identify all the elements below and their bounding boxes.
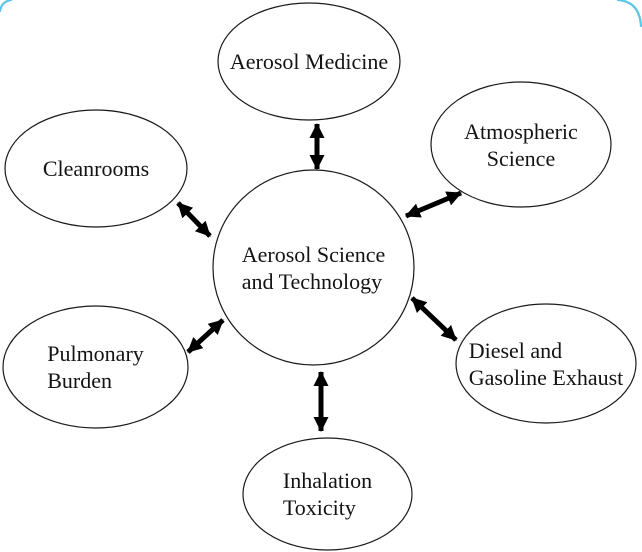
node-ellipse-aerosol-science-and-technology	[212, 169, 415, 366]
arrow-center-to-diesel-gasoline-exhaust	[410, 296, 458, 342]
node-ellipse-pulmonary-burden	[2, 305, 189, 429]
node-ellipse-cleanrooms	[4, 109, 188, 228]
page-corner-top-right-arc	[616, 0, 642, 28]
node-ellipse-diesel-gasoline-exhaust	[455, 303, 637, 424]
arrow-center-to-pulmonary-burden	[186, 318, 225, 354]
node-ellipse-aerosol-medicine	[217, 2, 401, 121]
node-ellipse-atmospheric-science	[430, 81, 612, 208]
page-corner-top-left-arc	[0, 0, 13, 13]
node-ellipse-inhalation-toxicity	[242, 437, 413, 551]
arrow-center-to-cleanrooms	[176, 201, 212, 238]
arrow-center-to-atmospheric-science	[405, 190, 462, 219]
